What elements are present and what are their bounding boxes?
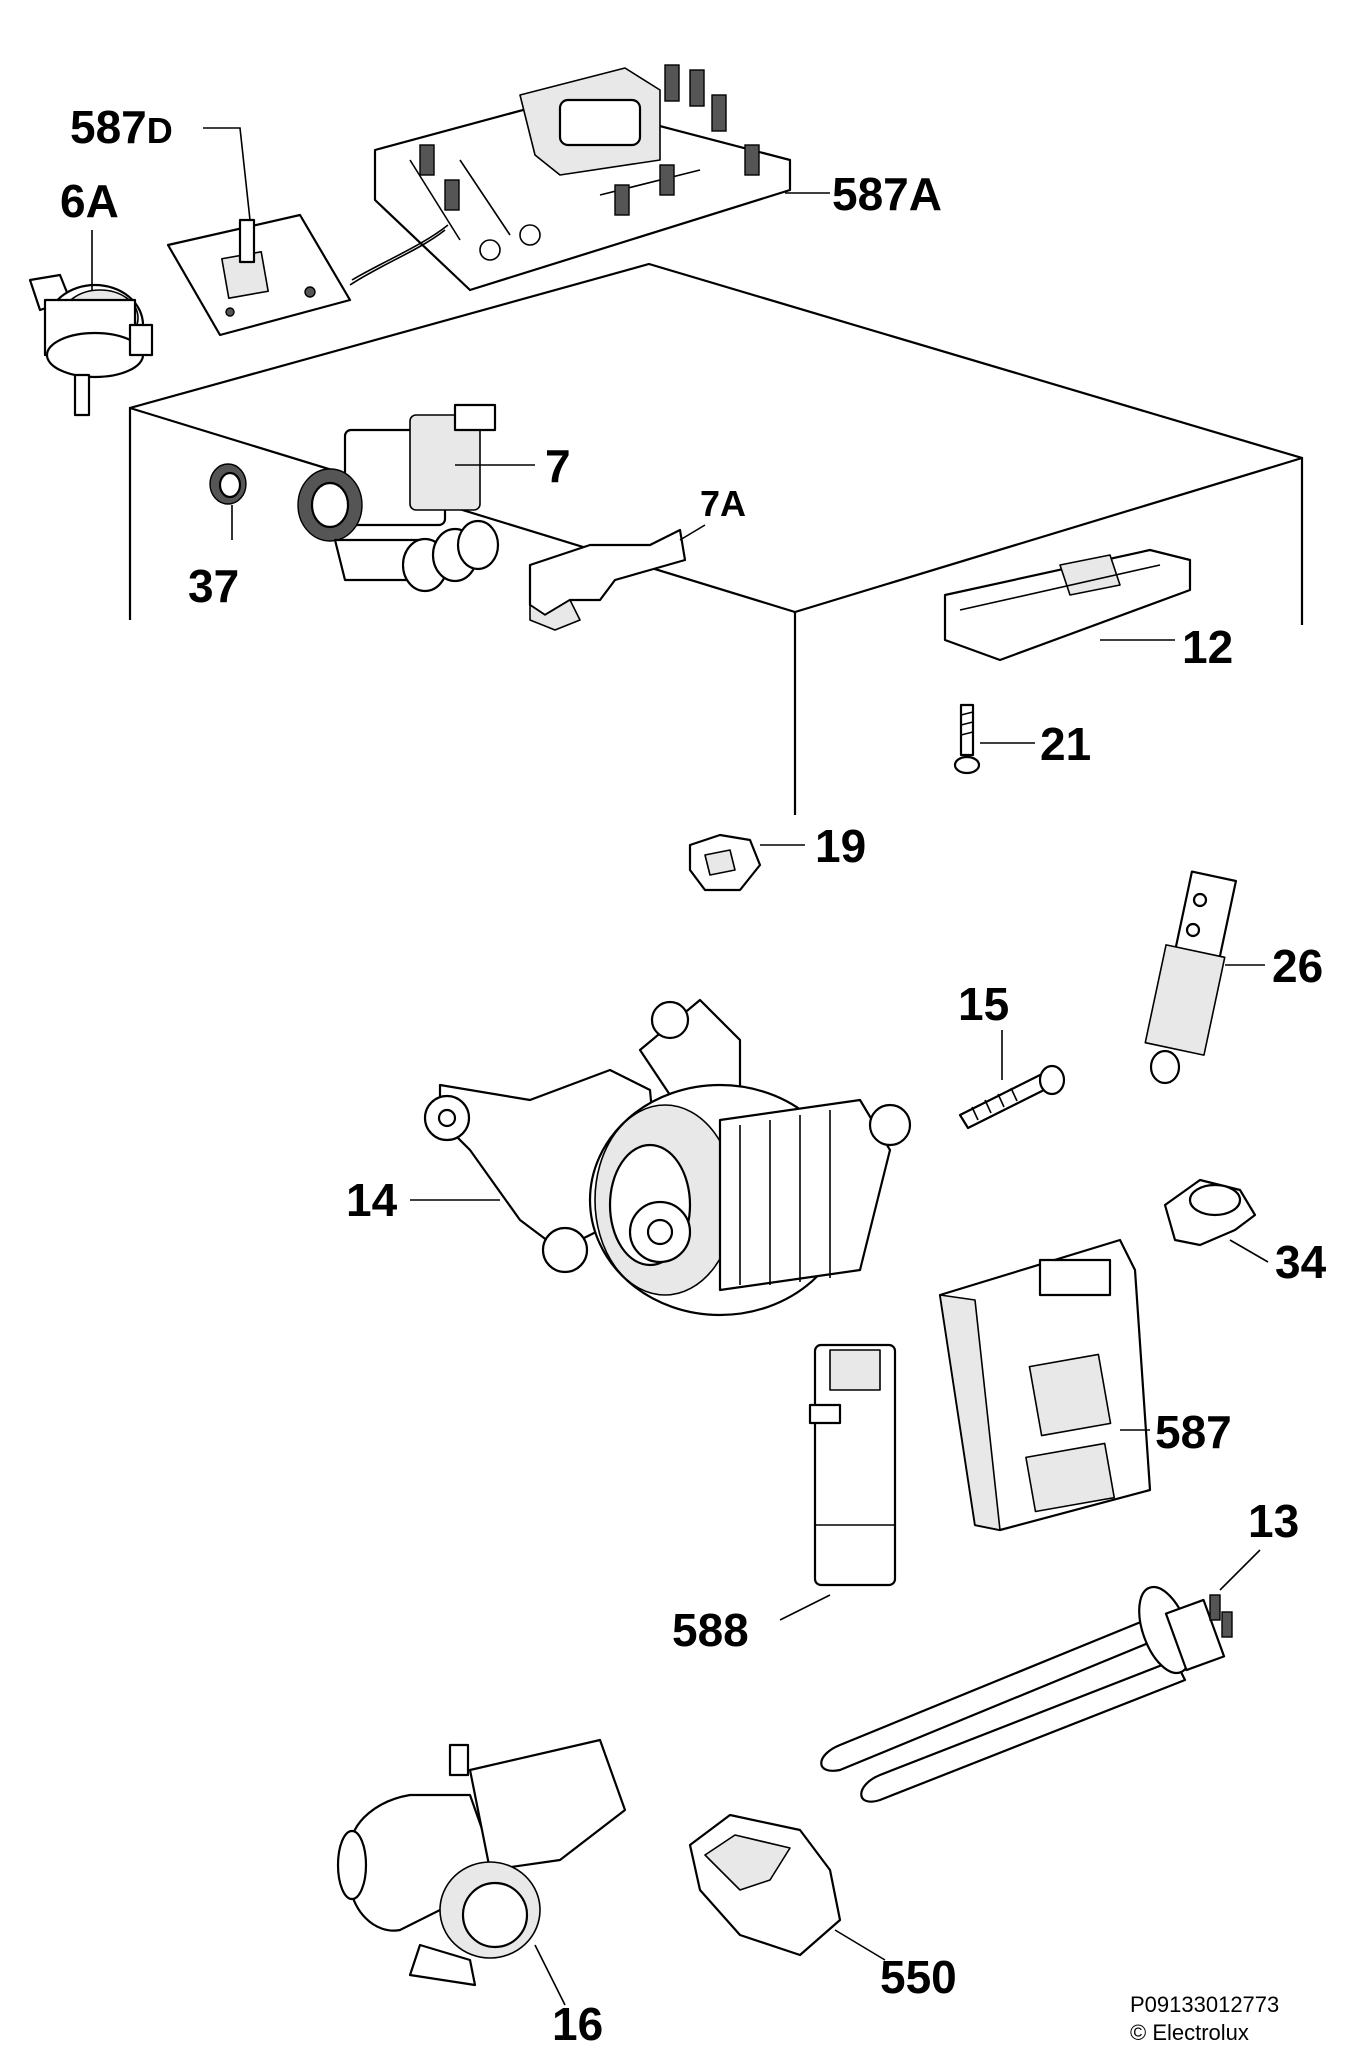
label-550: 550 bbox=[880, 1951, 957, 2003]
part-37-filter bbox=[209, 463, 247, 540]
part-12-support bbox=[943, 548, 1192, 662]
part-15-screw bbox=[958, 1030, 1066, 1130]
part-7-inlet-valve bbox=[297, 403, 535, 593]
label-7: 7 bbox=[545, 440, 571, 492]
cabinet-outline bbox=[128, 262, 1304, 815]
label-21: 21 bbox=[1040, 718, 1091, 770]
part-13-heating-element bbox=[820, 1549, 1261, 1803]
label-13: 13 bbox=[1248, 1495, 1299, 1547]
label-37: 37 bbox=[188, 560, 239, 612]
label-587: 587 bbox=[1155, 1406, 1232, 1458]
valve-outlet-bellows bbox=[401, 519, 500, 593]
part-587D-selector-board bbox=[166, 213, 352, 337]
part-550-housing bbox=[688, 1813, 886, 1961]
label-16: 16 bbox=[552, 1998, 603, 2050]
label-26: 26 bbox=[1272, 940, 1323, 992]
label-587A: 587A bbox=[832, 168, 942, 220]
footer: P09133012773 © Electrolux bbox=[1130, 1992, 1279, 2045]
part-7A-bracket bbox=[528, 524, 706, 631]
part-587A-control-board bbox=[349, 64, 792, 292]
part-21-screw bbox=[953, 703, 1035, 775]
drawing-code: P09133012773 bbox=[1130, 1992, 1279, 2017]
label-587D: 587D bbox=[70, 101, 173, 153]
label-12: 12 bbox=[1182, 621, 1233, 673]
label-6A: 6A bbox=[60, 175, 119, 227]
part-588-module bbox=[779, 1343, 897, 1621]
part-16-drain-pump bbox=[336, 1738, 627, 2006]
label-14: 14 bbox=[346, 1174, 398, 1226]
label-7A: 7A bbox=[700, 483, 746, 524]
label-34: 34 bbox=[1275, 1236, 1327, 1288]
part-6A-pressure-switch bbox=[28, 273, 154, 417]
part-19-clip bbox=[688, 833, 805, 892]
part-14-motor bbox=[410, 998, 912, 1317]
part-26-door-lock bbox=[1144, 870, 1265, 1085]
label-588: 588 bbox=[672, 1604, 749, 1656]
part-587-main-module bbox=[938, 1238, 1152, 1532]
label-19: 19 bbox=[815, 820, 866, 872]
pushbutton-springs bbox=[419, 64, 760, 216]
label-15: 15 bbox=[958, 978, 1009, 1030]
part-34-connector bbox=[1163, 1178, 1269, 1263]
part-labels: 587D 6A 587A 7 7A 37 12 21 19 26 15 14 3… bbox=[60, 101, 1327, 2050]
copyright: © Electrolux bbox=[1130, 2020, 1249, 2045]
leader-lines bbox=[91, 127, 830, 290]
